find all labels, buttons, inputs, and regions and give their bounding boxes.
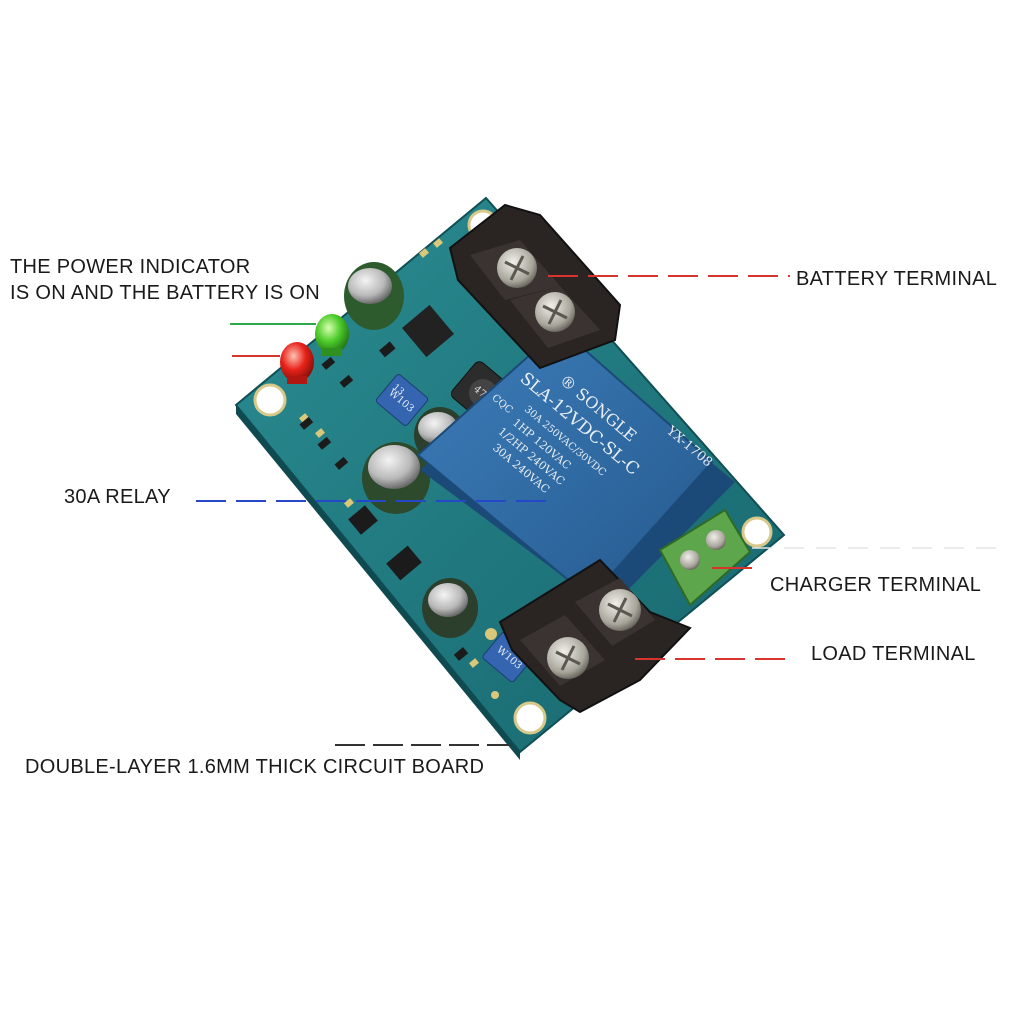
mounting-hole — [741, 516, 773, 548]
red-led — [280, 342, 314, 384]
load-terminal-block — [498, 558, 692, 714]
capacitor-bottom — [422, 578, 478, 638]
load-terminal-label: LOAD TERMINAL — [811, 643, 976, 665]
screw — [706, 530, 726, 550]
power-indicator-label-line1: THE POWER INDICATOR — [10, 256, 251, 278]
circuit-board-label: DOUBLE-LAYER 1.6MM THICK CIRCUIT BOARD — [25, 756, 485, 778]
potentiometer-top: W103 13 — [375, 374, 429, 426]
relay: ® SONGLE SLA-12VDC-SL-C 30A 250VAC/30VDC… — [416, 326, 735, 610]
power-indicator-label-line2: IS ON AND THE BATTERY IS ON — [10, 282, 321, 304]
leader-lines — [196, 275, 1000, 746]
screw — [680, 550, 700, 570]
charger-terminal-block — [658, 508, 752, 607]
green-led — [315, 314, 349, 356]
mounting-hole — [513, 701, 547, 735]
mounting-hole — [253, 383, 287, 417]
capacitor-large — [362, 442, 430, 514]
relay-label: 30A RELAY — [64, 486, 171, 508]
smd-components — [299, 304, 469, 661]
capacitor-top — [344, 262, 404, 330]
battery-terminal-block — [448, 203, 622, 370]
battery-terminal-label: BATTERY TERMINAL — [796, 268, 998, 290]
charger-terminal-label: CHARGER TERMINAL — [770, 574, 982, 596]
